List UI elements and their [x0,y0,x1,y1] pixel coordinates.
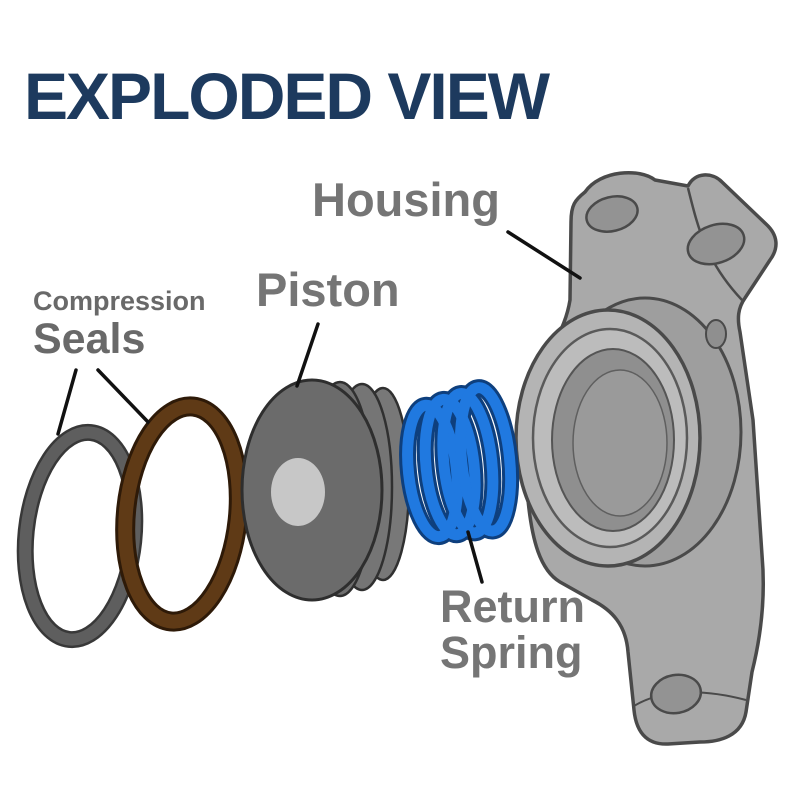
housing-hole-top-left [585,195,639,233]
leader-line-seal-gray [56,368,78,436]
housing-cylinder-bore-inner [572,369,668,517]
compression-seals-label-line1: Compression [33,286,206,316]
housing-graphic [514,170,778,746]
leader-line-seal-brown [96,368,150,424]
return-spring-label: Return Spring [440,584,585,676]
compression-seal-brown [115,396,249,632]
return-spring-label-line2: Spring [440,626,583,678]
housing-label: Housing [312,173,500,226]
return-spring-graphic [399,379,520,546]
leader-lines [56,230,582,584]
compression-seals-label: Compression Seals [33,286,206,363]
diagram-title: EXPLODED VIEW [24,59,550,133]
housing-hole-bottom [649,673,703,715]
housing-hole-side [705,319,727,349]
piston-graphic [240,378,411,602]
leader-line-housing [506,230,582,280]
return-spring-label-line1: Return [440,581,585,632]
piston-label: Piston [256,263,400,316]
leader-line-piston [295,322,320,388]
compression-seals-label-line2: Seals [33,314,146,363]
leader-line-return-spring [466,530,484,584]
housing-hole-top-right [686,222,746,266]
piston-face-highlight [271,458,325,526]
seal-brown-ring [118,399,246,629]
spring-coils [402,382,517,543]
